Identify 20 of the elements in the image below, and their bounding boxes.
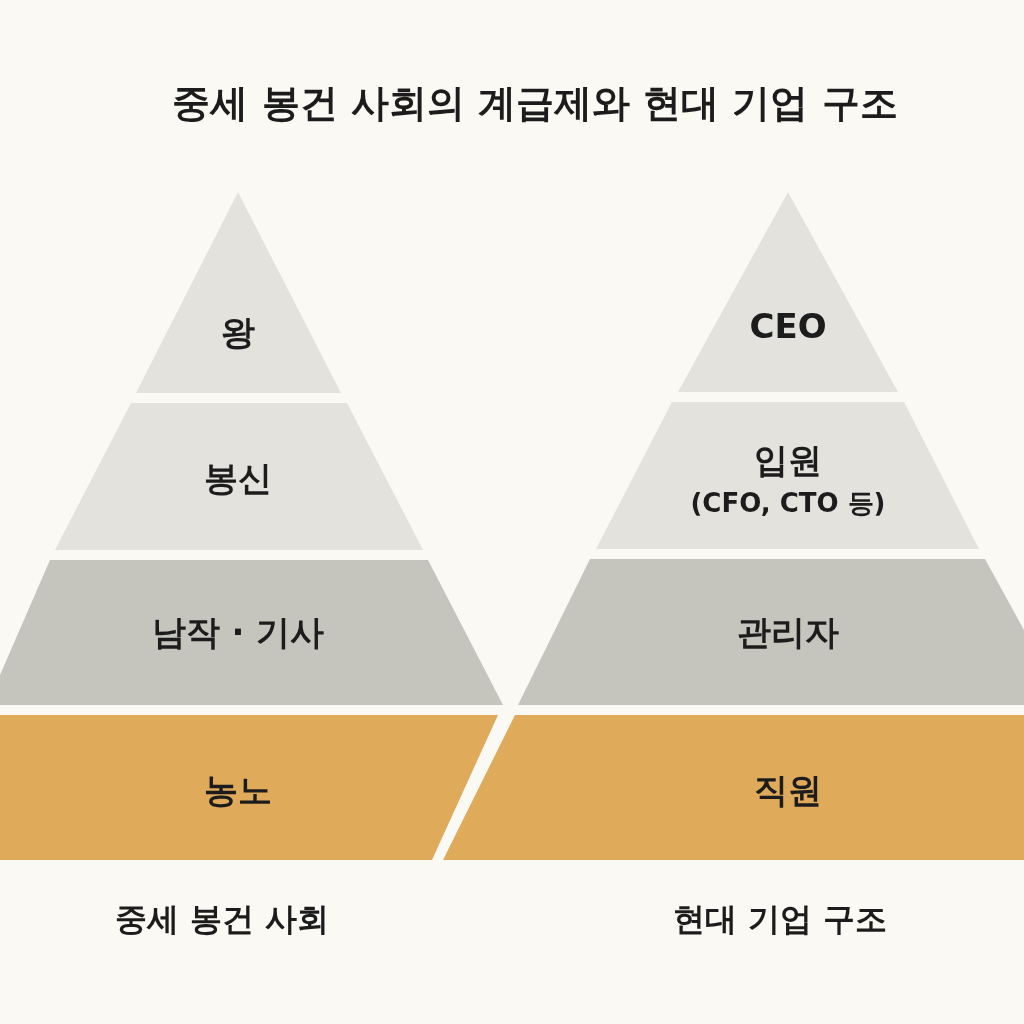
- level-label: 입원: [754, 439, 822, 480]
- pyramid-level: [443, 715, 1024, 860]
- level-label: CEO: [749, 305, 827, 346]
- level-label: 왕: [221, 311, 255, 352]
- level-label: 남작 · 기사: [151, 611, 325, 652]
- level-note: (CFO, CTO 등): [690, 488, 886, 519]
- title: 중세 봉건 사회의 계급제와 현대 기업 구조: [171, 80, 899, 127]
- pyramid-caption: 현대 기업 구조: [672, 900, 888, 938]
- level-label: 관리자: [737, 611, 839, 652]
- level-label: 봉신: [204, 457, 272, 498]
- pyramid-level: [55, 403, 423, 550]
- pyramid-level: [0, 560, 503, 705]
- pyramid-level: [518, 559, 1024, 705]
- pyramid-caption: 중세 봉건 사회: [114, 900, 330, 938]
- pyramid-level: [596, 402, 979, 549]
- pyramid-level: [678, 192, 898, 392]
- level-label: 직원: [754, 769, 822, 810]
- level-label: 농노: [204, 769, 272, 810]
- pyramid-level: [136, 192, 341, 393]
- pyramid-level: [0, 715, 498, 860]
